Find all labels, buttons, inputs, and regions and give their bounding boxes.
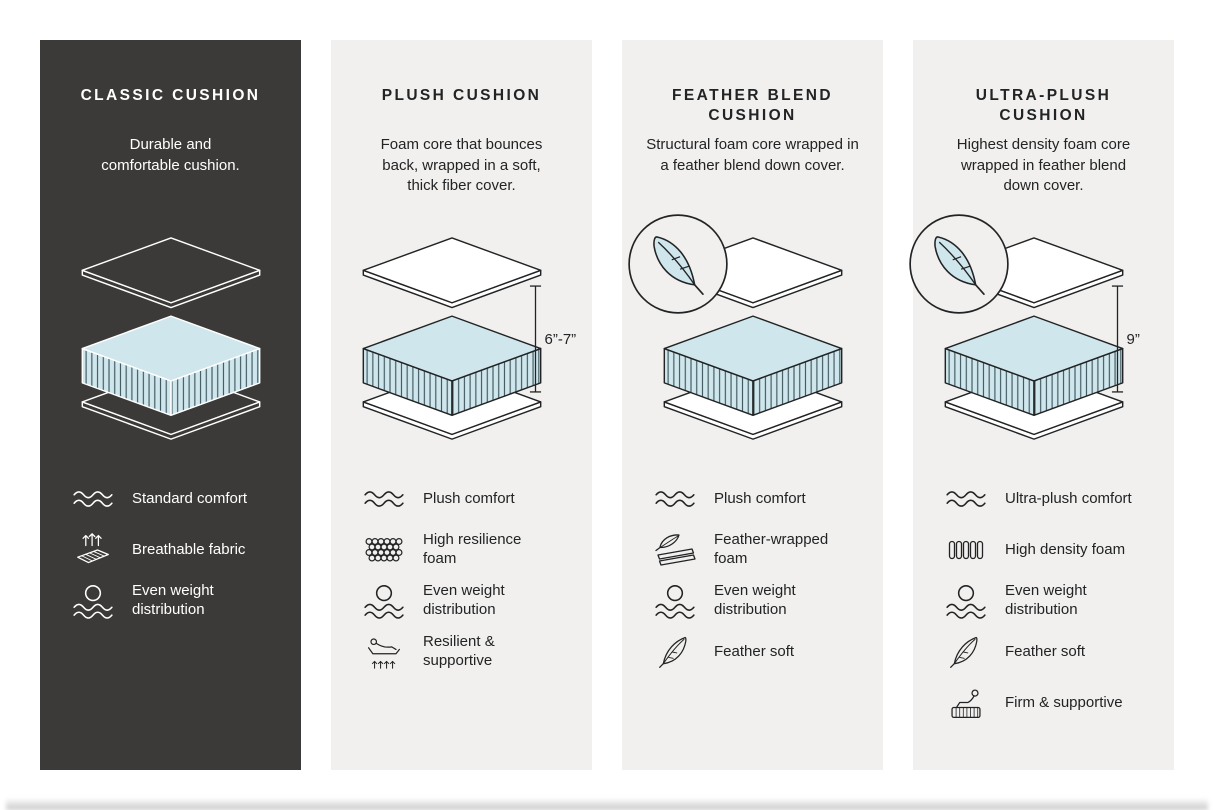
feature-label: Ultra-plush comfort (1005, 489, 1132, 507)
feather-icon (652, 634, 698, 670)
dimension-line (1111, 285, 1123, 393)
card-classic-cushion: CLASSIC CUSHION Durable and comfortable … (40, 40, 301, 770)
feature-label: Even weight distribution (423, 582, 505, 618)
feature-item: Resilient & supportive (353, 633, 570, 671)
card-description: Structural foam core wrapped in a feathe… (646, 136, 859, 174)
feature-label: Even weight distribution (1005, 582, 1087, 618)
height-dimension: 6”-7” (529, 280, 577, 398)
feature-label: Resilient & supportive (423, 633, 495, 669)
weight-distribution-icon (361, 583, 407, 619)
feather-badge (907, 212, 1011, 316)
feather-icon (943, 634, 989, 670)
feature-item: Firm & supportive (935, 684, 1152, 722)
weight-distribution-icon (943, 583, 989, 619)
cushion-diagram: 6”-7” (347, 236, 576, 442)
feature-item: Even weight distribution (644, 582, 861, 620)
cushion-diagram (66, 236, 276, 442)
feature-label: Plush comfort (714, 489, 806, 507)
cushion-diagram: 9” (929, 236, 1140, 442)
card-description: Highest density foam core wrapped in fea… (956, 136, 1131, 195)
feature-label: Feather soft (714, 642, 795, 660)
weight-distribution-icon (652, 583, 698, 619)
feature-item: Even weight distribution (353, 582, 570, 620)
resilient-support-icon (361, 634, 407, 670)
wave-icon (361, 481, 407, 517)
feature-item: Feather soft (644, 633, 861, 671)
feature-item: Plush comfort (644, 480, 861, 518)
feature-list: Standard comfort Breathable fabric Even … (62, 480, 279, 620)
card-description: Durable and comfortable cushion. (101, 136, 240, 174)
feather-wrap-icon (652, 532, 698, 568)
foam-bubbles-icon (361, 532, 407, 568)
feature-label: High density foam (1005, 540, 1126, 558)
cushion-layers-illustration (347, 236, 557, 442)
feature-label: High resilience foam (423, 531, 522, 567)
feature-label: Plush comfort (423, 489, 515, 507)
feature-item: Plush comfort (353, 480, 570, 518)
height-dimension: 9” (1111, 280, 1140, 398)
dimension-line (529, 285, 541, 393)
card-feather-blend-cushion: FEATHER BLEND CUSHION Structural foam co… (622, 40, 883, 770)
feature-item: Even weight distribution (62, 582, 279, 620)
feather-badge (626, 212, 730, 316)
firm-support-icon (943, 685, 989, 721)
feature-label: Firm & supportive (1005, 693, 1123, 711)
feature-label: Even weight distribution (132, 582, 214, 618)
height-label: 6”-7” (544, 330, 577, 348)
feature-label: Breathable fabric (132, 540, 246, 558)
feature-list: Plush comfort High resilience foam Even … (353, 480, 570, 671)
breathable-fabric-icon (70, 532, 116, 568)
feature-label: Feather-wrapped foam (714, 531, 829, 567)
feature-item: Feather-wrapped foam (644, 531, 861, 569)
card-title: CLASSIC CUSHION (80, 87, 261, 104)
feature-item: Feather soft (935, 633, 1152, 671)
feature-label: Even weight distribution (714, 582, 796, 618)
feature-list: Plush comfort Feather-wrapped foam Even … (644, 480, 861, 671)
feature-item: Even weight distribution (935, 582, 1152, 620)
card-ultra-plush-cushion: ULTRA-PLUSH CUSHION Highest density foam… (913, 40, 1174, 770)
cushion-diagram (648, 236, 858, 442)
card-title: ULTRA-PLUSH CUSHION (975, 87, 1112, 125)
wave-icon (943, 481, 989, 517)
feature-item: Ultra-plush comfort (935, 480, 1152, 518)
feature-label: Feather soft (1005, 642, 1086, 660)
wave-icon (70, 481, 116, 517)
foam-cells-icon (943, 532, 989, 568)
feature-item: High resilience foam (353, 531, 570, 569)
feature-item: Standard comfort (62, 480, 279, 518)
feature-list: Ultra-plush comfort High density foam Ev… (935, 480, 1152, 722)
feature-item: High density foam (935, 531, 1152, 569)
weight-distribution-icon (70, 583, 116, 619)
height-label: 9” (1126, 330, 1140, 348)
cushion-layers-illustration (66, 236, 276, 442)
card-title: FEATHER BLEND CUSHION (672, 87, 833, 125)
card-plush-cushion: PLUSH CUSHION Foam core that bounces bac… (331, 40, 592, 770)
card-description: Foam core that bounces back, wrapped in … (380, 136, 543, 195)
feature-item: Breathable fabric (62, 531, 279, 569)
wave-icon (652, 481, 698, 517)
feature-label: Standard comfort (132, 489, 248, 507)
card-title: PLUSH CUSHION (381, 87, 542, 104)
